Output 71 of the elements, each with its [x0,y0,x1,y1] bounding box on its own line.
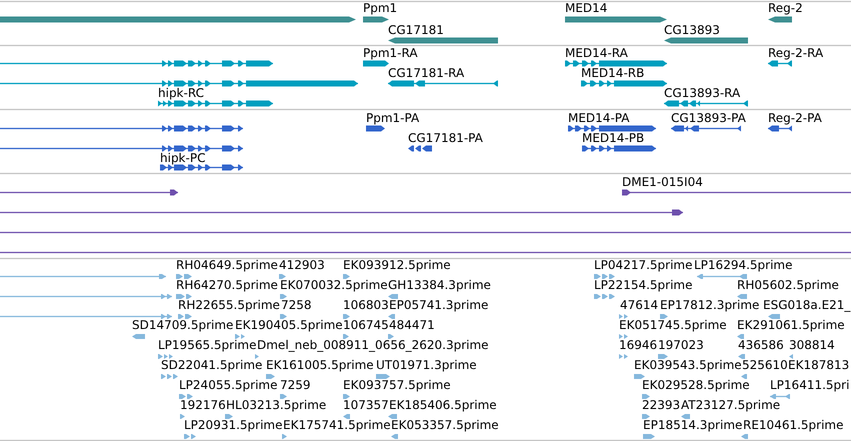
est-label: LP24055.5prime [179,378,278,392]
est-label: EK093757.5prime [343,378,451,392]
protein-label: Reg-2-PA [768,111,822,125]
est-label: EP18514.3prime [643,418,742,432]
gene-label: CG13893 [664,23,720,37]
gene-label: Ppm1 [363,1,398,15]
gene-label: MED14 [565,1,608,15]
est-label: EK039543.5prime [634,358,742,372]
est-label: LP19565.5prime [158,338,257,352]
est-label: 106803 [343,298,389,312]
est-label: SD22041.5prime [161,358,262,372]
est-label: 197023 [658,338,704,352]
gene-label: Reg-2 [768,1,803,15]
est-label: 484471 [389,318,435,332]
est-label: EK187813 [788,358,850,372]
est-label: 525610 [742,358,788,372]
est-label: 47614 [620,298,658,312]
est-label: SD14709.5prime [132,318,234,332]
est-label: 412903 [279,258,325,272]
est-label: RE10461.5prime [743,418,844,432]
est-label: EP05741.3prime [389,298,488,312]
est-label: EK053357.5prime [391,418,499,432]
est-label: 106745 [343,318,389,332]
est-label: 16946 [619,338,658,352]
est-label: HL03213.5prime [226,398,326,412]
protein-label: CG13893-PA [671,111,746,125]
transcript-label: CG17181-RA [388,66,464,80]
est-label: EK161005.5prime [266,358,374,372]
est-label: ESG018a.E21_ [763,298,850,312]
est-label: LP22154.5prime [594,278,693,292]
est-label: EK093912.5prime [343,258,451,272]
est-label: EK051745.5prime [619,318,727,332]
est-label: 7259 [280,378,311,392]
est-label: EK185406.5prime [389,398,497,412]
est-label: GH13384.3prime [388,278,491,292]
est-label: LP04217.5prime [594,258,693,272]
est-label: RH22655.5prime [178,298,280,312]
est-label: LP16294.5prime [694,258,793,272]
transcript-label: Ppm1-RA [363,46,418,60]
est-label: EK291061.5prime [737,318,845,332]
protein-label: MED14-PA [568,111,630,125]
est-label: 308814 [789,338,835,352]
gene-label: CG17181 [388,23,444,37]
est-label: 192176 [180,398,226,412]
protein-label: CG17181-PA [408,131,483,145]
est-label: EK190405.5prime [235,318,343,332]
est-label: RH04649.5prime [176,258,278,272]
est-label: RH64270.5prime [176,278,278,292]
est-label: 436586 [738,338,784,352]
protein-label: MED14-PB [582,131,644,145]
est-label: UT01971.3prime [376,358,477,372]
est-label: 7258 [281,298,312,312]
est-label: EP17812.3prime [660,298,760,312]
est-label: LP20931.5prime [184,418,283,432]
transcript-label: hipk-RC [158,86,204,100]
transcript-label: CG13893-RA [664,86,740,100]
est-label: RH05602.5prime [737,278,839,292]
clone-label: DME1-015I04 [622,175,703,189]
est-label: AT23127.5prime [681,398,780,412]
est-label: 107357 [343,398,389,412]
est-label: EK029528.5prime [642,378,750,392]
est-label: LP16411.5pri [770,378,850,392]
est-label: Dmel_neb_008911_0656_2620.3prime [257,338,489,352]
transcript-label: Reg-2-RA [768,46,824,60]
est-label: EK175741.5prime [283,418,391,432]
transcript-label: MED14-RB [581,66,644,80]
est-label: 22393 [642,398,680,412]
protein-label: hipk-PC [160,151,206,165]
transcript-label: MED14-RA [565,46,628,60]
est-label: EK070032.5prime [280,278,388,292]
protein-label: Ppm1-PA [366,111,420,125]
